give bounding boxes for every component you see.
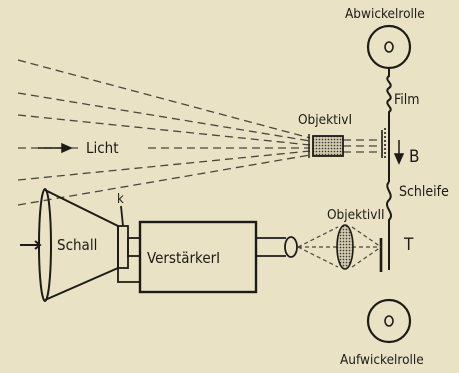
light-label-bg: [82, 138, 144, 158]
amplifier-box: [138, 220, 258, 294]
light-label: Licht: [86, 139, 119, 157]
amplifier-label: VerstärkerI: [147, 249, 220, 267]
loop-label: Schleife: [399, 184, 449, 200]
light-rays: [17, 59, 382, 206]
objective-2-label: ObjektivII: [327, 207, 385, 223]
wiring: [117, 268, 140, 283]
photocell: [256, 236, 298, 258]
light-arrow: [38, 142, 73, 154]
film-label: Film: [394, 92, 420, 108]
objective-1-lens: [308, 134, 344, 158]
sound-label: Schall: [57, 236, 97, 254]
wind-reel-label: Aufwickelrolle: [340, 352, 424, 368]
letter-b-label: B: [409, 147, 420, 167]
objective-2-lens: [336, 224, 354, 270]
letter-t-label: T: [403, 235, 414, 255]
film-strip: [386, 68, 392, 270]
sound-horn: [20, 188, 119, 302]
film-gate: [381, 128, 386, 160]
objective-1-label: ObjektivI: [298, 112, 352, 128]
microphone-capsule: [117, 205, 141, 269]
unwind-reel: [366, 24, 412, 70]
unwind-reel-label: Abwickelrolle: [345, 6, 425, 22]
letter-k-label: k: [117, 192, 124, 207]
film-direction-arrow: [393, 140, 405, 165]
wind-reel: [366, 298, 412, 344]
objective-2-rays: [297, 226, 382, 268]
